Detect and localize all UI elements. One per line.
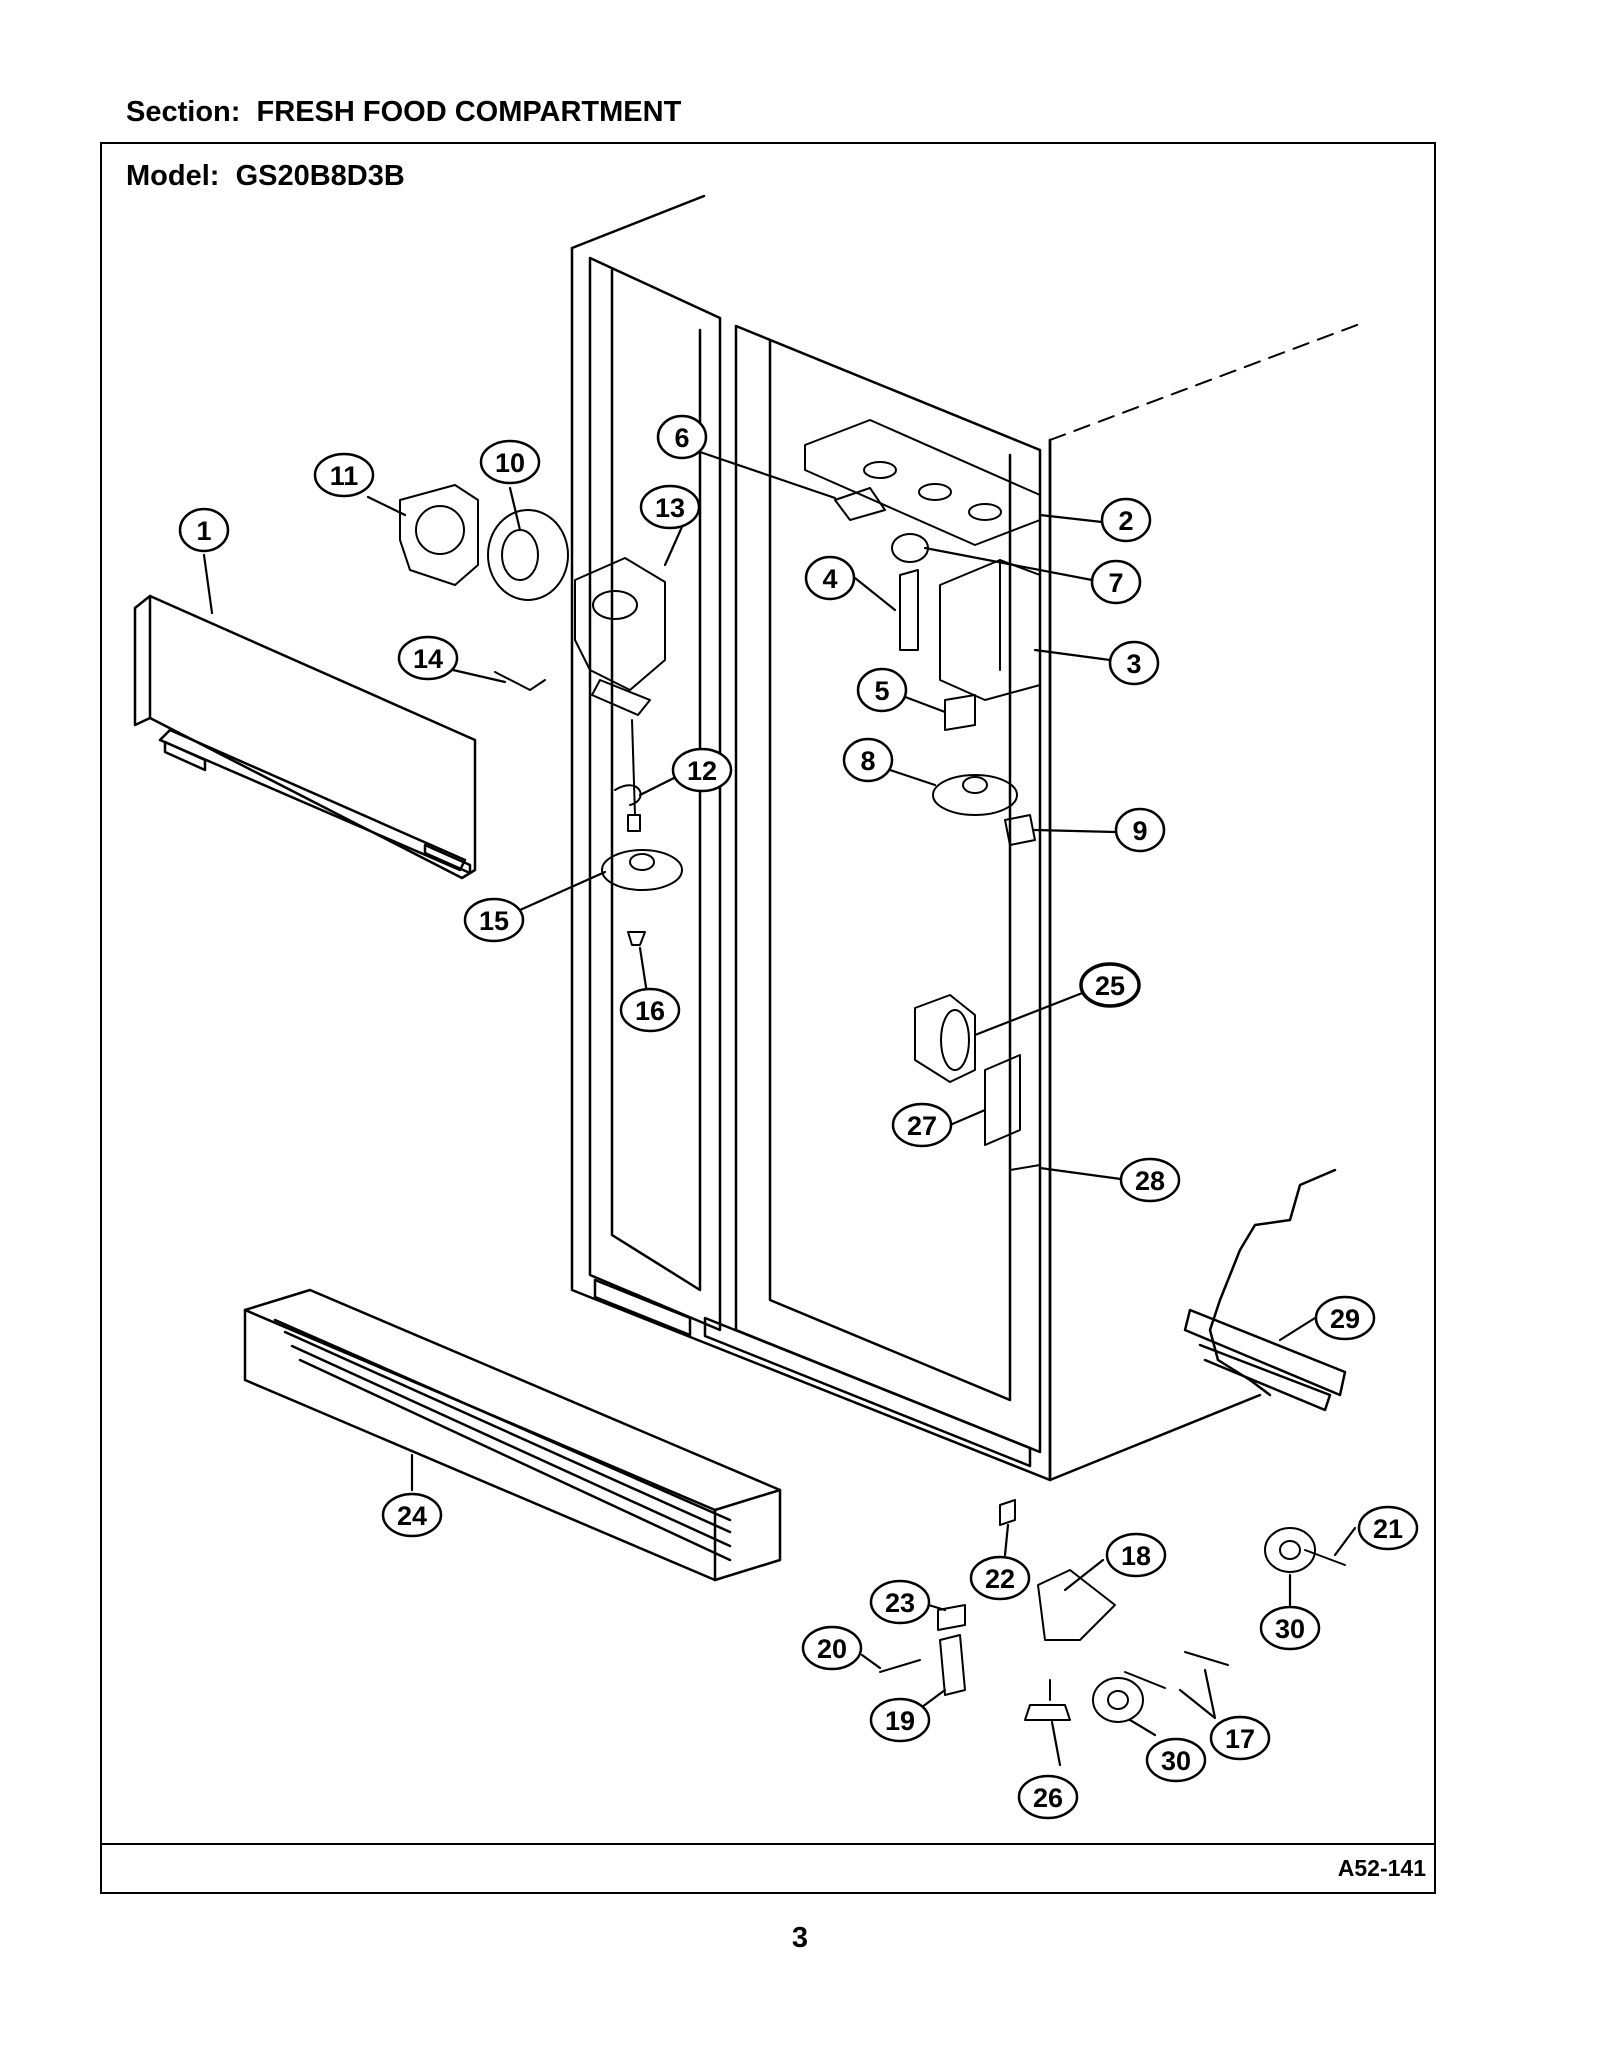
callout-14: 14	[397, 635, 459, 681]
page-number: 3	[791, 1922, 809, 1954]
svg-text:12: 12	[687, 756, 717, 786]
svg-text:19: 19	[885, 1706, 915, 1736]
svg-text:24: 24	[397, 1501, 427, 1531]
svg-text:18: 18	[1121, 1541, 1151, 1571]
callout-3: 3	[1108, 640, 1160, 686]
callout-20: 20	[801, 1625, 863, 1671]
svg-text:30: 30	[1275, 1614, 1305, 1644]
section-label: Section:	[126, 96, 241, 128]
svg-text:23: 23	[885, 1588, 915, 1618]
callout-28: 28	[1119, 1157, 1181, 1203]
svg-text:28: 28	[1135, 1166, 1165, 1196]
kickplate-grille-drawing	[243, 1288, 782, 1582]
callout-18: 18	[1105, 1532, 1167, 1578]
callout-27: 27	[891, 1102, 953, 1148]
svg-text:14: 14	[413, 644, 443, 674]
svg-text:1: 1	[196, 516, 211, 546]
callout-13: 13	[639, 484, 701, 530]
svg-text:6: 6	[674, 423, 689, 453]
footer-divider	[100, 1843, 1436, 1845]
callout-19: 19	[869, 1697, 931, 1743]
svg-text:10: 10	[495, 448, 525, 478]
callout-25: 25	[1079, 962, 1141, 1008]
callout-10: 10	[479, 439, 541, 485]
diagram-frame	[100, 142, 1436, 1894]
callout-17: 17	[1209, 1715, 1271, 1761]
svg-text:2: 2	[1118, 506, 1133, 536]
svg-text:29: 29	[1330, 1304, 1360, 1334]
svg-text:15: 15	[479, 906, 509, 936]
callout-7: 7	[1090, 559, 1142, 605]
callout-12: 12	[671, 747, 733, 793]
svg-text:17: 17	[1225, 1724, 1255, 1754]
callout-2: 2	[1100, 497, 1152, 543]
callout-30-right: 30	[1259, 1605, 1321, 1651]
parts-sketches	[399, 419, 1346, 1723]
callout-21: 21	[1357, 1505, 1419, 1551]
model-label: Model:	[126, 160, 220, 192]
svg-text:11: 11	[330, 461, 359, 491]
callout-15: 15	[463, 897, 525, 943]
model-title: Model: GS20B8D3B	[126, 160, 405, 193]
callout-26: 26	[1017, 1774, 1079, 1820]
callout-30-bottom: 30	[1145, 1737, 1207, 1783]
svg-text:21: 21	[1373, 1514, 1403, 1544]
svg-text:22: 22	[985, 1564, 1015, 1594]
svg-text:8: 8	[860, 746, 875, 776]
svg-text:26: 26	[1033, 1783, 1063, 1813]
svg-text:5: 5	[874, 676, 889, 706]
svg-text:7: 7	[1108, 568, 1123, 598]
svg-text:13: 13	[655, 493, 685, 523]
callout-22: 22	[969, 1555, 1031, 1601]
callout-9: 9	[1114, 807, 1166, 853]
callout-23: 23	[869, 1579, 931, 1625]
callout-1: 1	[178, 507, 230, 553]
svg-text:25: 25	[1095, 971, 1125, 1001]
model-number: GS20B8D3B	[235, 160, 405, 192]
callout-bubbles: 1 11 10 6 13 2 7 4 3 14 5 12 8 9 15 16 2…	[178, 414, 1419, 1820]
svg-text:3: 3	[1126, 649, 1141, 679]
svg-text:27: 27	[907, 1111, 937, 1141]
callout-5: 5	[856, 667, 908, 713]
svg-text:20: 20	[817, 1634, 847, 1664]
callout-8: 8	[842, 737, 894, 783]
svg-text:16: 16	[635, 996, 665, 1026]
callout-6: 6	[656, 414, 708, 460]
callout-16: 16	[619, 987, 681, 1033]
callout-4: 4	[804, 555, 856, 601]
svg-text:9: 9	[1132, 816, 1147, 846]
section-title: Section: FRESH FOOD COMPARTMENT	[126, 96, 681, 129]
svg-text:4: 4	[822, 564, 837, 594]
section-name: FRESH FOOD COMPARTMENT	[256, 96, 682, 128]
drawing-code: A52-141	[1337, 1855, 1426, 1881]
callout-29: 29	[1314, 1295, 1376, 1341]
control-panel-drawing	[133, 594, 477, 880]
callout-24: 24	[381, 1492, 443, 1538]
leader-lines	[202, 450, 1357, 1767]
svg-text:30: 30	[1161, 1746, 1191, 1776]
cabinet-drawing	[570, 194, 1366, 1482]
callout-11: 11	[313, 452, 375, 498]
